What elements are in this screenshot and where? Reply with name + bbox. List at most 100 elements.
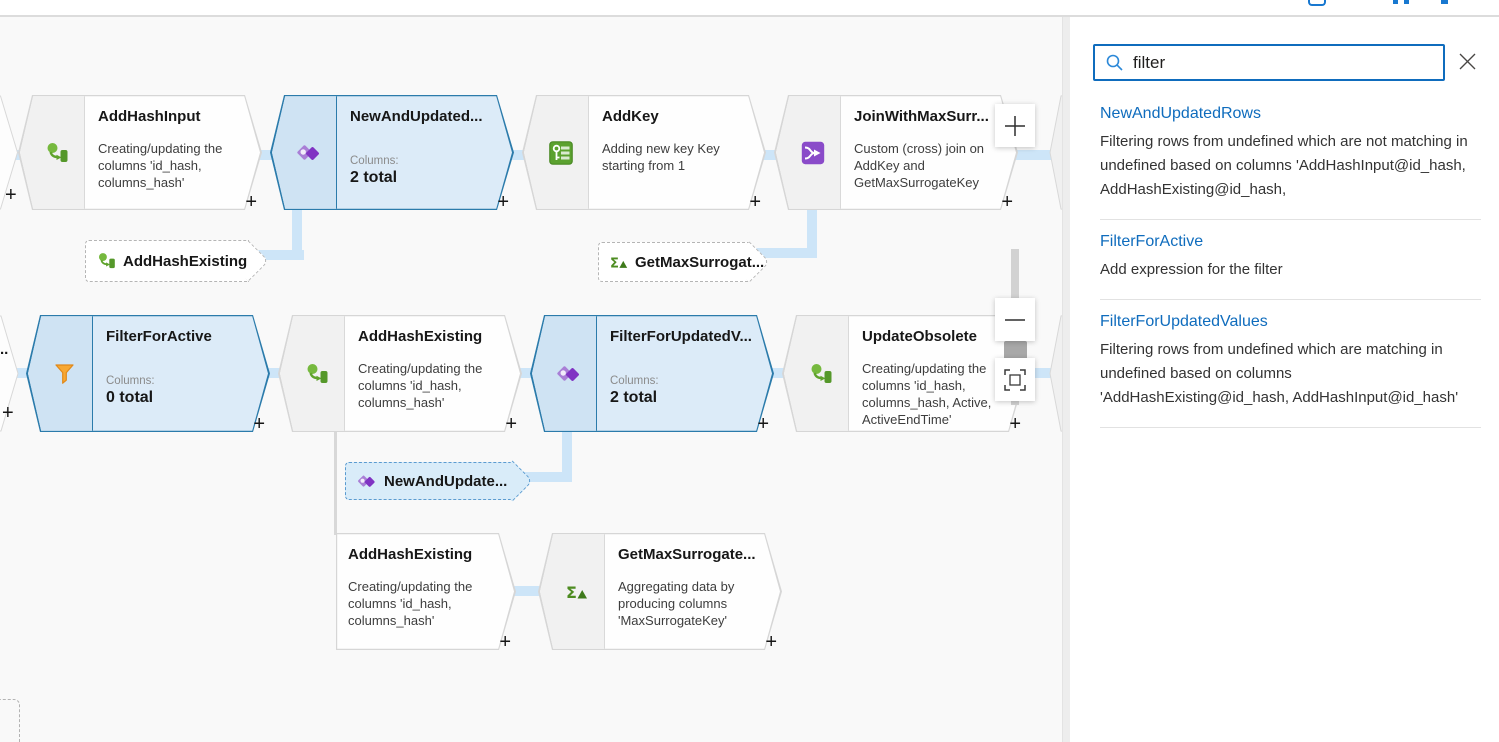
search-results: NewAndUpdatedRows Filtering rows from un… bbox=[1100, 92, 1481, 428]
columns-count: 0 total bbox=[106, 389, 154, 406]
join-icon bbox=[801, 141, 825, 165]
aggregate-icon bbox=[566, 583, 588, 601]
toolbar-clipped bbox=[0, 0, 1499, 17]
stream-badge-newandupdate[interactable]: NewAndUpdate... bbox=[345, 460, 534, 502]
clipped-dashed-group bbox=[0, 699, 20, 742]
result-description: Add expression for the filter bbox=[1100, 261, 1283, 278]
stream-connector bbox=[758, 368, 806, 378]
node-description: Creating/updating the columns 'id_hash, … bbox=[348, 579, 473, 628]
node-title: AddHashInput bbox=[98, 108, 201, 125]
badge-connector bbox=[562, 432, 572, 482]
dataflow-canvas[interactable]: .. + + AddHashInput Creating/updating th… bbox=[0, 17, 1062, 742]
result-link[interactable]: NewAndUpdatedRows bbox=[1100, 105, 1261, 122]
surrogate-key-icon bbox=[549, 141, 573, 165]
result-description: Filtering rows from undefined which are … bbox=[1100, 133, 1468, 198]
transformation-node-addkey[interactable]: AddKey Adding new key Key starting from … bbox=[522, 95, 766, 213]
node-title: GetMaxSurrogate... bbox=[618, 546, 756, 563]
result-description: Filtering rows from undefined which are … bbox=[1100, 341, 1459, 406]
stream-badge-addhashexisting[interactable]: AddHashExisting bbox=[85, 240, 270, 282]
close-icon[interactable] bbox=[1456, 50, 1478, 72]
exists-icon bbox=[296, 142, 322, 164]
stream-connector bbox=[1002, 150, 1062, 160]
node-description: Custom (cross) join on AddKey and GetMax… bbox=[854, 141, 985, 190]
stream-connector bbox=[506, 586, 554, 596]
add-transformation-button[interactable]: + bbox=[505, 413, 517, 435]
clipped-node-section bbox=[1049, 95, 1062, 210]
add-transformation-button[interactable]: + bbox=[253, 413, 265, 435]
columns-count: 2 total bbox=[350, 169, 398, 186]
node-title: FilterForUpdatedV... bbox=[610, 328, 752, 345]
search-panel: NewAndUpdatedRows Filtering rows from un… bbox=[1069, 15, 1499, 742]
node-title: AddHashExisting bbox=[348, 546, 473, 563]
add-transformation-button[interactable]: + bbox=[749, 191, 761, 213]
transformation-node-filterforactive[interactable]: FilterForActive Columns: 0 total + bbox=[26, 315, 270, 435]
transformation-node-newandupdatedrows[interactable]: NewAndUpdated... Columns: 2 total + bbox=[270, 95, 514, 213]
add-transformation-button[interactable]: + bbox=[757, 413, 769, 435]
clipped-toolbar-icon bbox=[1393, 0, 1398, 4]
clipped-toolbar-icon bbox=[1441, 0, 1448, 4]
transformation-node-updateobsolete[interactable]: UpdateObsolete Creating/updating the col… bbox=[782, 315, 1026, 435]
node-title: AddKey bbox=[602, 108, 659, 125]
clipped-node-tip bbox=[0, 315, 19, 432]
node-description: Aggregating data by producing columns 'M… bbox=[618, 579, 735, 628]
stream-badge-getmaxsurrogate[interactable]: GetMaxSurrogat... bbox=[598, 241, 771, 283]
badge-connector bbox=[807, 210, 817, 258]
stream-connector bbox=[246, 150, 294, 160]
stream-connector bbox=[750, 150, 798, 160]
columns-count: 2 total bbox=[610, 389, 658, 406]
result-link[interactable]: FilterForActive bbox=[1100, 233, 1204, 250]
fit-to-screen-button[interactable] bbox=[995, 358, 1035, 401]
node-title: AddHashExisting bbox=[358, 328, 483, 345]
add-transformation-button[interactable]: + bbox=[497, 191, 509, 213]
add-transformation-button[interactable]: + bbox=[2, 402, 14, 424]
reference-connector bbox=[334, 432, 337, 535]
fit-to-screen-icon bbox=[1003, 368, 1027, 392]
derived-column-icon bbox=[97, 252, 116, 270]
columns-label: Columns: bbox=[106, 375, 155, 387]
badge-connector bbox=[516, 472, 572, 482]
add-transformation-button[interactable]: + bbox=[245, 191, 257, 213]
stream-connector bbox=[498, 150, 546, 160]
transformation-node-addhashexisting-ref[interactable]: AddHashExisting Creating/updating the co… bbox=[336, 533, 516, 653]
derived-column-icon bbox=[305, 363, 329, 385]
search-result: FilterForActive Add expression for the f… bbox=[1100, 220, 1481, 300]
clipped-node-title: .. bbox=[0, 341, 9, 358]
search-input[interactable] bbox=[1093, 44, 1445, 81]
transformation-node-addhashinput[interactable]: AddHashInput Creating/updating the colum… bbox=[18, 95, 262, 213]
plus-icon bbox=[1004, 115, 1026, 137]
add-transformation-button[interactable]: + bbox=[765, 631, 777, 653]
zoom-in-button[interactable] bbox=[995, 104, 1035, 147]
zoom-out-button[interactable] bbox=[995, 298, 1035, 341]
stream-connector bbox=[0, 368, 50, 378]
transformation-node-filterforupdatedvalues[interactable]: FilterForUpdatedV... Columns: 2 total + bbox=[530, 315, 774, 435]
add-transformation-button[interactable]: + bbox=[5, 184, 17, 206]
add-transformation-button[interactable]: + bbox=[1009, 413, 1021, 435]
result-link[interactable]: FilterForUpdatedValues bbox=[1100, 313, 1268, 330]
node-description: Creating/updating the columns 'id_hash, … bbox=[98, 141, 223, 190]
exists-icon bbox=[357, 473, 377, 490]
transformation-node-joinwithmaxsurrogate[interactable]: JoinWithMaxSurr... Custom (cross) join o… bbox=[774, 95, 1018, 213]
exists-icon bbox=[556, 363, 582, 385]
search-icon bbox=[1105, 53, 1124, 72]
add-transformation-button[interactable]: + bbox=[1001, 191, 1013, 213]
transformation-node-getmaxsurrogatekey[interactable]: GetMaxSurrogate... Aggregating data by p… bbox=[538, 533, 782, 653]
derived-column-icon bbox=[45, 142, 69, 164]
minus-icon bbox=[1005, 318, 1025, 322]
search-result: NewAndUpdatedRows Filtering rows from un… bbox=[1100, 92, 1481, 220]
clipped-toolbar-icon bbox=[1404, 0, 1409, 4]
clipped-node-section bbox=[1049, 315, 1062, 432]
stream-connector bbox=[1010, 368, 1062, 378]
derived-column-icon bbox=[809, 363, 833, 385]
transformation-node-addhashexisting[interactable]: AddHashExisting Creating/updating the co… bbox=[278, 315, 522, 435]
canvas-scrollbar[interactable] bbox=[1062, 17, 1070, 742]
node-title: JoinWithMaxSurr... bbox=[854, 108, 989, 125]
clipped-node-tip bbox=[0, 95, 19, 210]
aggregate-icon bbox=[610, 255, 628, 270]
stream-connector bbox=[506, 368, 554, 378]
node-title: FilterForActive bbox=[106, 328, 212, 345]
columns-label: Columns: bbox=[350, 155, 399, 167]
filter-funnel-icon bbox=[53, 362, 77, 386]
search-box bbox=[1093, 44, 1445, 81]
add-transformation-button[interactable]: + bbox=[499, 631, 511, 653]
columns-label: Columns: bbox=[610, 375, 659, 387]
